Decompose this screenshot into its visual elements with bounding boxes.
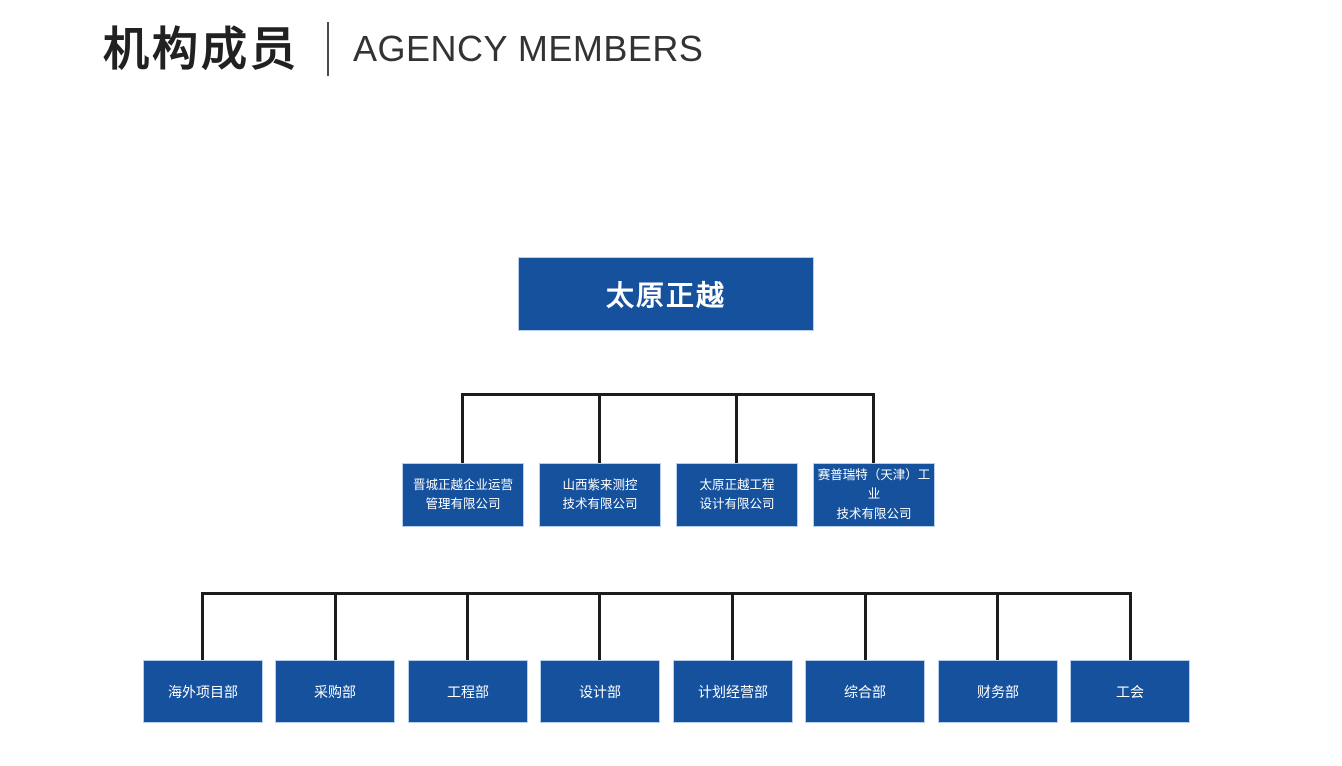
title-divider	[327, 22, 329, 76]
subsidiary-name-line1: 山西紫来测控	[562, 477, 638, 492]
level3-connector-drop	[864, 592, 867, 660]
subsidiary-name-line2: 技术有限公司	[836, 506, 912, 521]
level3-connector-drop	[598, 592, 601, 660]
org-node-subsidiary: 太原正越工程 设计有限公司	[676, 463, 798, 527]
department-label: 工程部	[447, 683, 489, 700]
org-node-subsidiary: 晋城正越企业运营 管理有限公司	[402, 463, 524, 527]
org-node-department: 综合部	[805, 660, 925, 723]
subsidiary-name-line2: 设计有限公司	[699, 497, 775, 511]
page-title-english: AGENCY MEMBERS	[353, 28, 704, 69]
org-node-department: 采购部	[275, 660, 395, 723]
org-node-subsidiary: 赛普瑞特（天津）工业 技术有限公司	[813, 463, 935, 527]
level2-connector-drop	[598, 393, 601, 463]
department-label: 计划经营部	[698, 683, 768, 700]
subsidiary-name-line1: 太原正越工程	[699, 477, 775, 492]
subsidiary-name-line1: 赛普瑞特（天津）工业	[817, 467, 931, 502]
department-label: 工会	[1116, 683, 1144, 700]
subsidiary-name-line1: 晋城正越企业运营	[412, 477, 513, 492]
department-label: 采购部	[314, 683, 356, 700]
department-label: 财务部	[977, 683, 1019, 700]
level2-connector-drop	[872, 393, 875, 463]
department-label: 设计部	[579, 683, 621, 700]
page-title-chinese: 机构成员	[103, 22, 299, 75]
subsidiary-name-line2: 管理有限公司	[425, 497, 501, 511]
org-node-subsidiary: 山西紫来测控 技术有限公司	[539, 463, 661, 527]
org-node-root: 太原正越	[518, 257, 814, 331]
level3-connector-drop	[996, 592, 999, 660]
level2-connector-hline	[461, 393, 875, 396]
org-node-department: 海外项目部	[143, 660, 263, 723]
level2-connector-drop	[461, 393, 464, 463]
org-node-department: 工会	[1070, 660, 1190, 723]
level2-connector-drop	[735, 393, 738, 463]
level3-connector-hline	[201, 592, 1132, 595]
department-label: 综合部	[844, 683, 886, 700]
subsidiary-name-line2: 技术有限公司	[562, 497, 638, 511]
level3-connector-drop	[466, 592, 469, 660]
page-header: 机构成员 AGENCY MEMBERS	[103, 22, 703, 76]
level3-connector-drop	[731, 592, 734, 660]
level3-connector-drop	[1129, 592, 1132, 660]
department-label: 海外项目部	[168, 683, 238, 700]
level3-connector-drop	[201, 592, 204, 660]
org-node-department: 财务部	[938, 660, 1058, 723]
org-node-department: 工程部	[408, 660, 528, 723]
org-node-department: 设计部	[540, 660, 660, 723]
level3-connector-drop	[334, 592, 337, 660]
org-node-department: 计划经营部	[673, 660, 793, 723]
org-node-root-label: 太原正越	[605, 280, 726, 311]
